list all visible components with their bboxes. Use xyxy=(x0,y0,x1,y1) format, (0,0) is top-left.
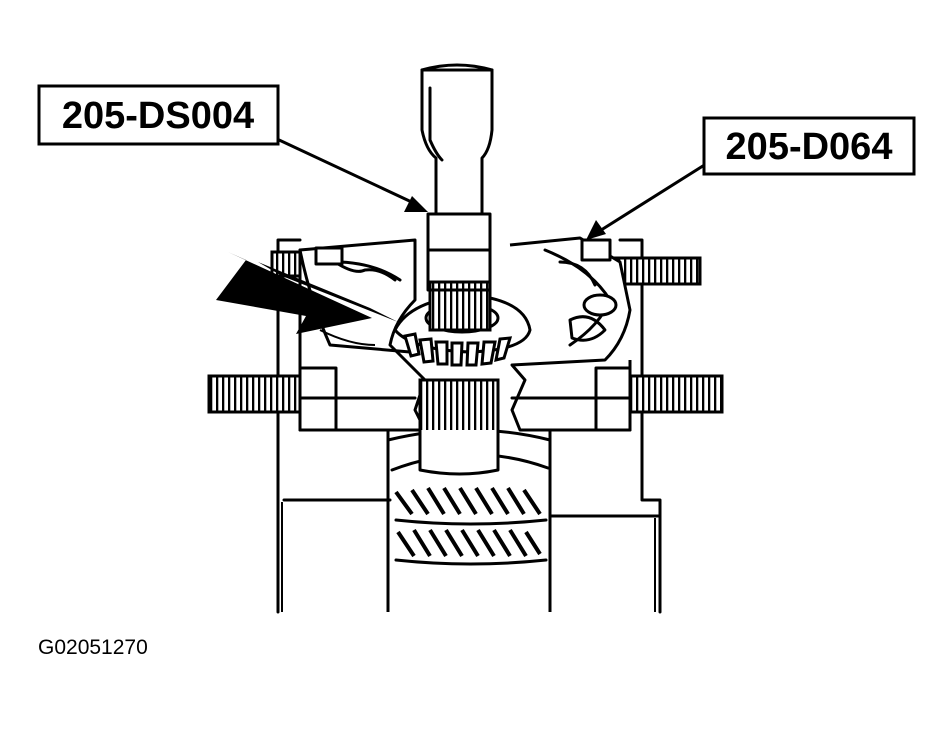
bearing-installer xyxy=(420,63,494,292)
callout-205-D064: 205-D064 xyxy=(702,116,916,176)
callout-205-DS004: 205-DS004 xyxy=(37,84,280,146)
direction-arrow xyxy=(216,252,398,334)
transmission-case xyxy=(276,238,662,614)
threaded-rod-right xyxy=(624,374,724,414)
gear xyxy=(386,428,552,612)
output-shaft xyxy=(418,280,500,476)
figure-id: G02051270 xyxy=(38,636,148,659)
leader-line-205-DS004 xyxy=(260,130,428,212)
threaded-rod-left xyxy=(207,374,311,414)
callout-label-205-DS004: 205-DS004 xyxy=(62,95,254,137)
leader-line-205-D064 xyxy=(586,162,708,240)
callout-label-205-D064: 205-D064 xyxy=(726,126,893,168)
